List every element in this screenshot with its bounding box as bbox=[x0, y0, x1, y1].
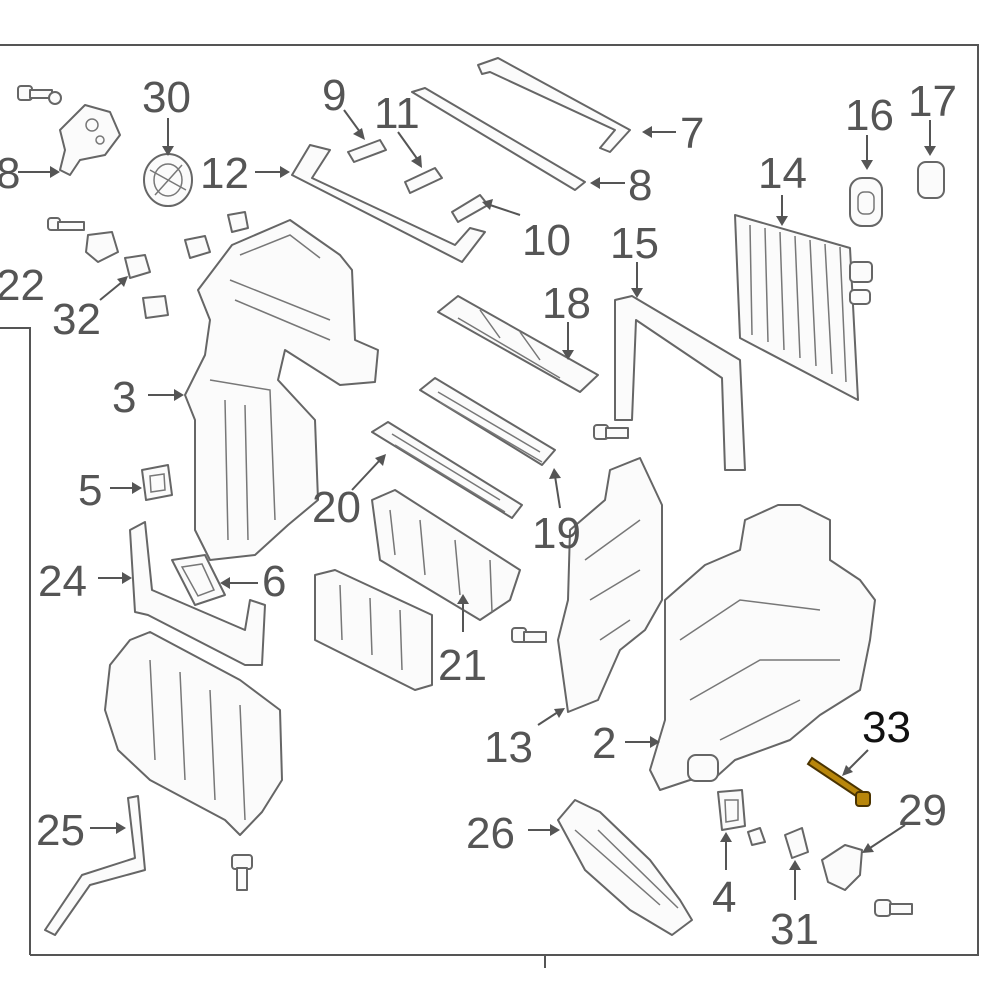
actuator-part-28 bbox=[59, 104, 121, 176]
seal-strip-12 bbox=[291, 144, 486, 263]
screw-bottom bbox=[231, 854, 253, 891]
screw-center-lower bbox=[511, 627, 547, 643]
gasket-6 bbox=[171, 554, 226, 606]
callout-10: 10 bbox=[522, 216, 571, 265]
diagram-frame bbox=[0, 44, 979, 956]
evaporator-core-14 bbox=[734, 214, 873, 401]
callout-6: 6 bbox=[262, 557, 286, 606]
callout-32: 32 bbox=[52, 295, 101, 344]
actuator-motor-30 bbox=[143, 153, 193, 207]
callout-9: 9 bbox=[322, 71, 346, 120]
callout-5: 5 bbox=[78, 466, 102, 515]
callout-17: 17 bbox=[908, 77, 957, 126]
cap-17 bbox=[917, 161, 945, 199]
callout-12: 12 bbox=[200, 149, 249, 198]
seal-block-9 bbox=[347, 139, 387, 163]
callout-22: 22 bbox=[0, 261, 45, 310]
door-18 bbox=[437, 295, 599, 393]
callout-33-highlighted: 33 bbox=[862, 703, 911, 752]
callout-2: 2 bbox=[592, 719, 616, 768]
seal-frame-15 bbox=[614, 295, 746, 471]
callout-16: 16 bbox=[845, 91, 894, 140]
clip-small bbox=[747, 827, 766, 846]
screw-top-left bbox=[17, 85, 62, 105]
seal-block-10 bbox=[451, 194, 489, 223]
door-19 bbox=[419, 377, 556, 466]
callout-24: 24 bbox=[38, 557, 87, 606]
callout-31: 31 bbox=[770, 905, 819, 954]
gasket-5 bbox=[141, 464, 173, 501]
duct-insert bbox=[314, 569, 433, 691]
callout-30: 30 bbox=[142, 73, 191, 122]
callout-29: 29 bbox=[898, 786, 947, 835]
grommet-16 bbox=[849, 177, 883, 227]
drain-hose-25 bbox=[44, 795, 146, 936]
callout-14: 14 bbox=[758, 149, 807, 198]
case-right-2 bbox=[649, 504, 876, 791]
gasket-4 bbox=[717, 789, 746, 831]
door-20 bbox=[371, 421, 523, 519]
callout-15: 15 bbox=[610, 219, 659, 268]
callout-11: 11 bbox=[374, 89, 420, 138]
screw-center-upper bbox=[593, 424, 629, 440]
link-31 bbox=[784, 827, 809, 859]
inset-frame bbox=[0, 327, 31, 955]
callout-7: 7 bbox=[680, 109, 704, 158]
callout-13: 13 bbox=[484, 723, 533, 772]
lower-case bbox=[104, 631, 283, 836]
callout-18: 18 bbox=[542, 279, 591, 328]
clip-part-small bbox=[142, 295, 169, 319]
callout-20: 20 bbox=[312, 483, 361, 532]
seal-strip-8 bbox=[411, 87, 586, 191]
clips-upper bbox=[184, 211, 249, 259]
case-part-13 bbox=[557, 457, 663, 713]
seal-strip-7 bbox=[477, 57, 631, 153]
bolt-33-highlighted bbox=[806, 756, 871, 807]
leader-lines bbox=[18, 109, 936, 900]
clip-part-32 bbox=[124, 254, 151, 279]
duct-26 bbox=[557, 799, 693, 936]
callout-3: 3 bbox=[112, 373, 136, 422]
screw-left bbox=[47, 217, 85, 231]
door-21 bbox=[371, 489, 521, 621]
bracket-24 bbox=[129, 521, 266, 666]
case-left-3 bbox=[184, 219, 379, 561]
callout-4: 4 bbox=[712, 873, 736, 922]
callout-28: 8 bbox=[0, 149, 20, 198]
actuator-29 bbox=[821, 844, 863, 891]
callout-21: 21 bbox=[438, 641, 487, 690]
callout-8: 8 bbox=[628, 161, 652, 210]
connector-part bbox=[85, 231, 119, 263]
callout-19: 19 bbox=[532, 509, 581, 558]
screw-bottom-right bbox=[874, 899, 913, 917]
callout-26: 26 bbox=[466, 809, 515, 858]
callout-25: 25 bbox=[36, 806, 85, 855]
seal-block-11 bbox=[404, 167, 443, 194]
